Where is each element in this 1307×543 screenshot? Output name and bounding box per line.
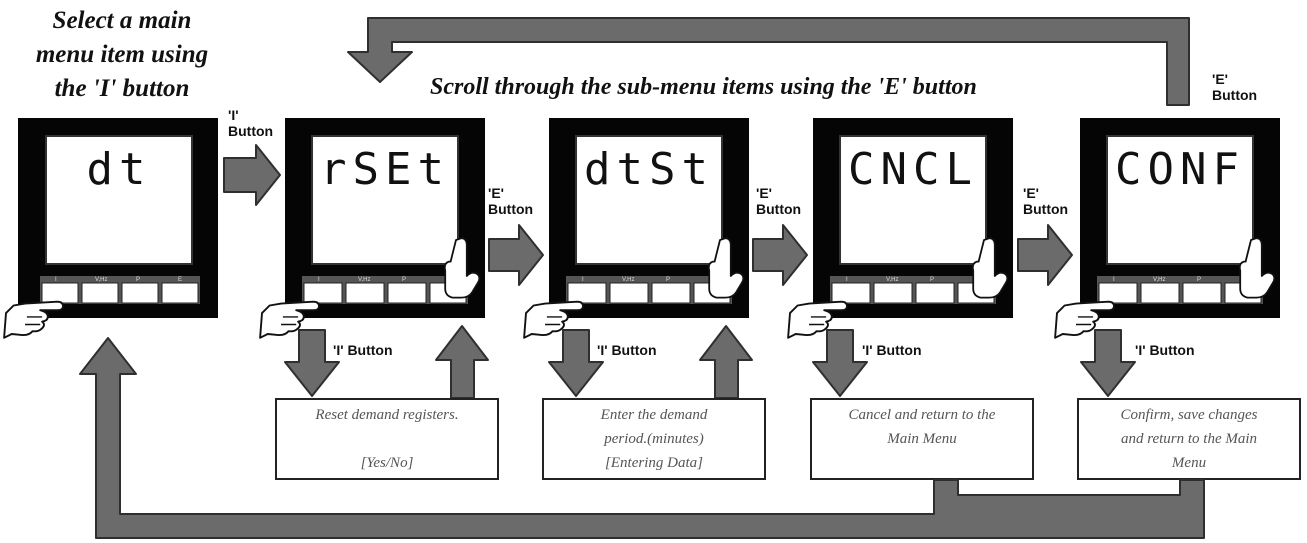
meter-5-keypad: I V,Hz P E (1097, 276, 1263, 304)
meter-3-key-label-3: P (666, 277, 670, 283)
meter-1-key-label-3: P (136, 277, 140, 283)
arrow-up-2 (699, 325, 753, 399)
description-cancel-line-2: Main Menu (886, 431, 957, 447)
meter-3-screen (575, 135, 723, 265)
arrow-right-3 (752, 224, 808, 286)
arrow-4-label: 'E' (1023, 185, 1039, 201)
meter-4: CNCL I V,Hz P E (787, 118, 1013, 339)
return-loop-arrow (79, 337, 1205, 539)
meter-1-display: dt (87, 144, 152, 195)
meter-5: CONF I V,Hz P E (1054, 118, 1280, 339)
arrow-3-label: 'E' (756, 185, 772, 201)
meter-4-key-label-1: I (846, 277, 848, 283)
meter-1-key-label-2: V,Hz (95, 277, 107, 283)
description-demand-line-3: [Entering Data] (605, 455, 703, 471)
scroll-caption: Scroll through the sub-menu items using … (430, 74, 977, 100)
meter-5-display: CONF (1115, 144, 1245, 195)
meter-1-key-label-4: E (178, 277, 182, 283)
meter-3-display: dtSt (584, 144, 714, 195)
arrow-right-1 (223, 144, 281, 206)
arrow-down-1 (284, 329, 340, 397)
arrow-3-word: Button (756, 201, 801, 217)
meter-5-key-label-1: I (1113, 277, 1115, 283)
meter-4-key-label-2: V,Hz (886, 277, 898, 283)
down-1-label: 'I' Button (333, 342, 393, 358)
meter-5-key-label-2: V,Hz (1153, 277, 1165, 283)
description-confirm-line-3: Menu (1171, 455, 1206, 471)
arrow-down-4 (1080, 329, 1136, 397)
meter-2-keypad: I V,Hz P E (302, 276, 468, 304)
description-confirm-line-2: and return to the Main (1121, 431, 1257, 447)
meter-1-key-label-1: I (55, 277, 57, 283)
meter-4-key-label-3: P (930, 277, 934, 283)
scroll-loop-arrow (347, 17, 1190, 106)
meter-4-screen (839, 135, 987, 265)
arrow-right-2 (488, 224, 544, 286)
meter-1-keypad: I V,Hz P E (40, 276, 200, 304)
description-box-reset: Reset demand registers. [Yes/No] (275, 398, 499, 480)
meter-2-screen (311, 135, 459, 265)
description-box-confirm: Confirm, save changes and return to the … (1077, 398, 1301, 480)
meter-2-display: rSEt (320, 144, 450, 195)
description-box-cancel: Cancel and return to the Main Menu (810, 398, 1034, 480)
meter-3-keypad: I V,Hz P E (566, 276, 732, 304)
top-e-word: Button (1212, 87, 1257, 103)
meter-2-key-label-2: V,Hz (358, 277, 370, 283)
description-demand-line-2: period.(minutes) (603, 431, 704, 447)
arrow-1-word: Button (228, 123, 273, 139)
arrow-1-label: 'I' (228, 107, 239, 123)
meter-2-key-label-1: I (318, 277, 320, 283)
meter-4-display: CNCL (848, 144, 978, 195)
meter-2-key-label-3: P (402, 277, 406, 283)
meter-1-screen (45, 135, 193, 265)
down-3-label: 'I' Button (862, 342, 922, 358)
arrow-down-3 (812, 329, 868, 397)
title-line-2: menu item using (36, 41, 208, 68)
meter-3-key-label-2: V,Hz (622, 277, 634, 283)
description-cancel-line-1: Cancel and return to the (849, 407, 996, 423)
top-e-label: 'E' (1212, 71, 1228, 87)
meter-3: dtSt I V,Hz P E (523, 118, 749, 339)
meter-1: dt I V,Hz P E (3, 118, 218, 339)
meter-5-screen (1106, 135, 1254, 265)
meter-1-pointing-hand-icon (3, 300, 64, 339)
arrow-up-1 (435, 325, 489, 399)
description-box-demand: Enter the demand period.(minutes) [Enter… (542, 398, 766, 480)
title-line-1: Select a main (53, 7, 192, 34)
meter-5-key-label-3: P (1197, 277, 1201, 283)
down-4-label: 'I' Button (1135, 342, 1195, 358)
down-2-label: 'I' Button (597, 342, 657, 358)
meter-3-key-label-1: I (582, 277, 584, 283)
description-reset-line-3: [Yes/No] (361, 455, 414, 471)
arrow-2-label: 'E' (488, 185, 504, 201)
arrow-right-4 (1017, 224, 1073, 286)
arrow-down-2 (548, 329, 604, 397)
arrow-2-word: Button (488, 201, 533, 217)
arrow-4-word: Button (1023, 201, 1068, 217)
meter-4-keypad: I V,Hz P E (830, 276, 996, 304)
meter-2: rSEt I V,Hz P E (259, 118, 485, 339)
title-line-3: the 'I' button (55, 75, 190, 102)
description-confirm-line-1: Confirm, save changes (1120, 407, 1257, 423)
description-demand-line-1: Enter the demand (600, 407, 708, 423)
description-reset-line-1: Reset demand registers. (314, 407, 458, 423)
